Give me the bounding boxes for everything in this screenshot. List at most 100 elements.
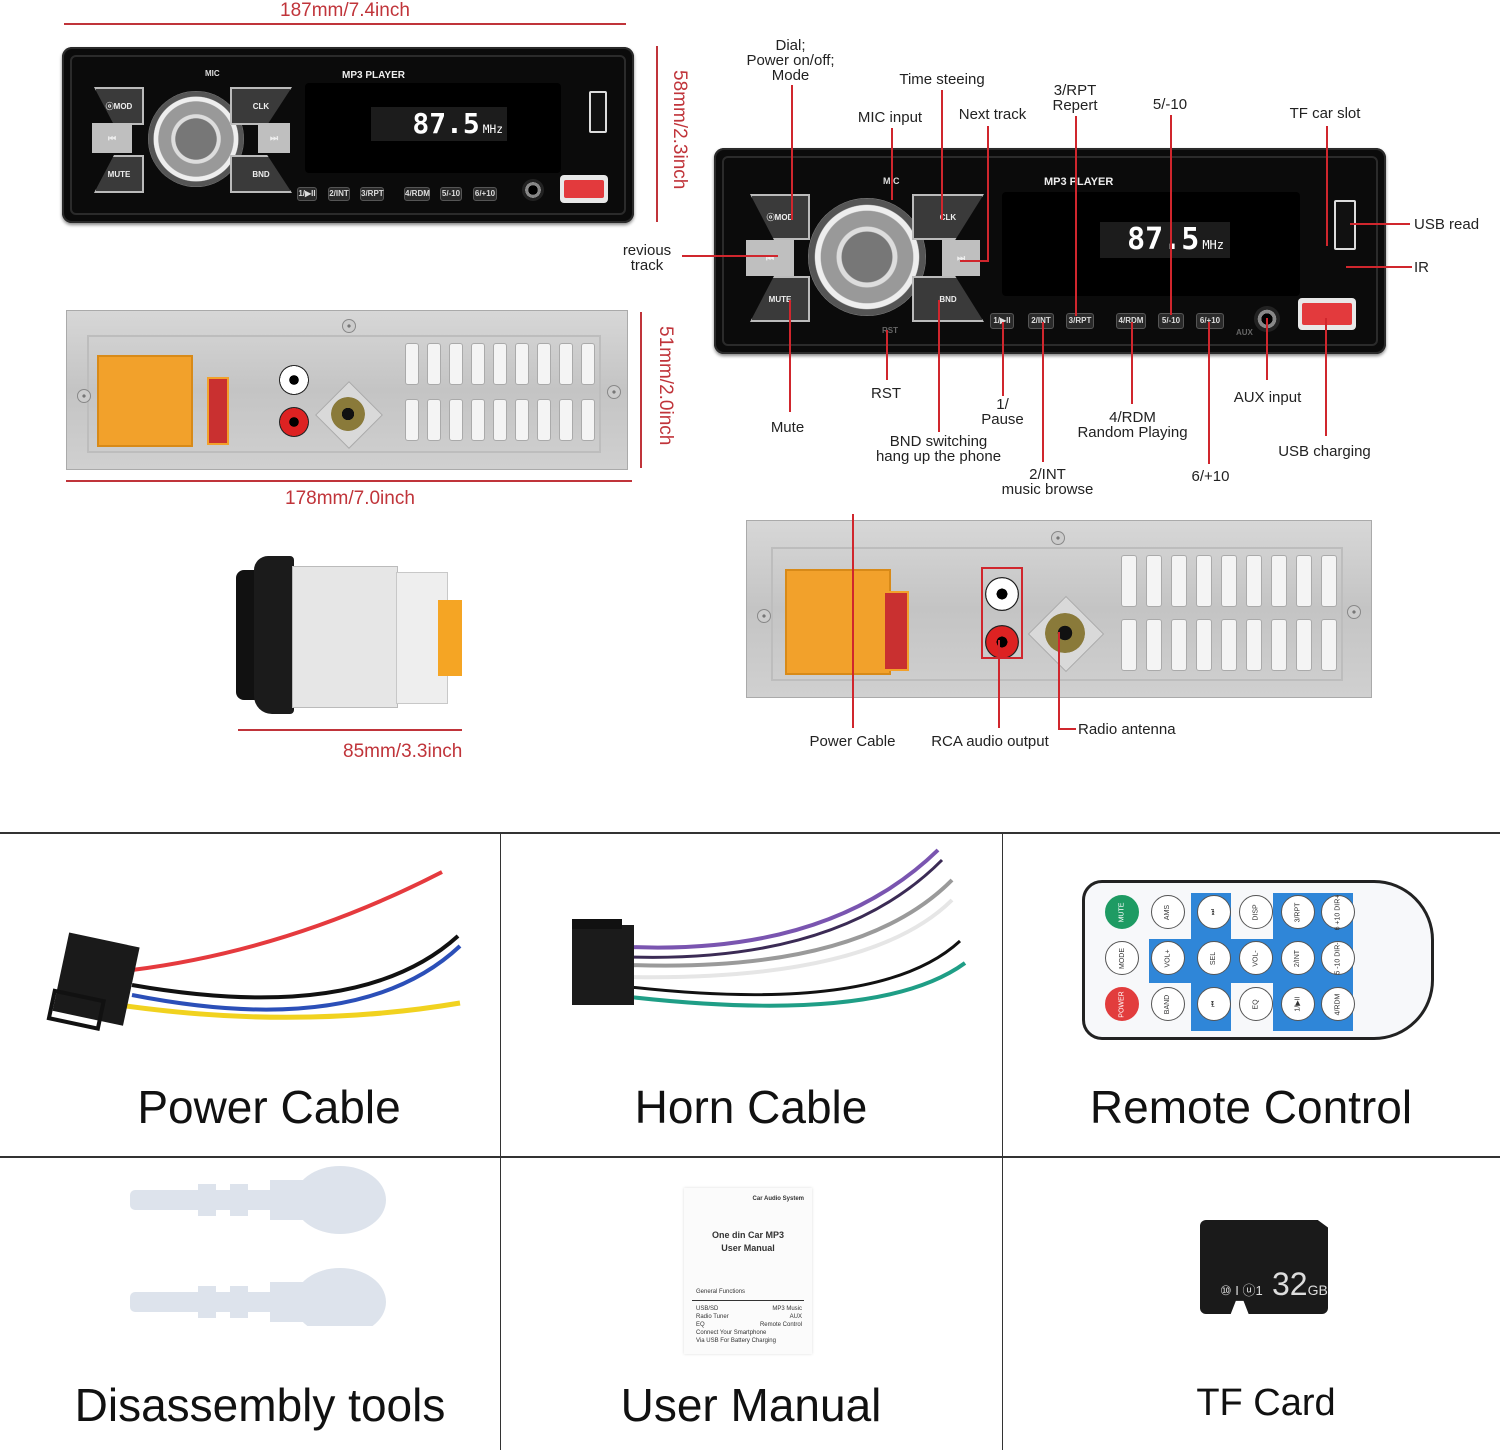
callout-dial: Dial; Power on/off; Mode [746, 37, 835, 84]
leader-tf-slot [1326, 126, 1328, 246]
callout-tf-slot: TF car slot [1289, 105, 1361, 122]
rca-red [985, 625, 1019, 659]
preset-3[interactable]: 3/RPT [1066, 313, 1094, 329]
horn-wire [629, 961, 967, 1008]
remote-button[interactable]: ⏭ [1197, 895, 1231, 929]
horn-cable-image [572, 848, 967, 1008]
callout-mute: Mute [770, 419, 805, 436]
vent-slot [1146, 555, 1162, 607]
preset-6[interactable]: 6/+10 [1196, 313, 1224, 329]
power-wire [125, 1000, 461, 1020]
back-width-line [66, 480, 632, 482]
remote-button[interactable]: POWER [1105, 987, 1139, 1021]
prev-button[interactable]: ⏮ [92, 123, 132, 153]
callout-next-track: Next track [958, 106, 1027, 123]
vent-slot [1171, 555, 1187, 607]
leader-aux-input [1266, 318, 1268, 380]
vent-slot [1171, 619, 1187, 671]
usb-charging-port [560, 175, 608, 203]
remote-button[interactable]: MUTE [1105, 895, 1139, 929]
remote-button[interactable]: ⏮ [1197, 987, 1231, 1021]
vent-slot [493, 399, 507, 441]
remote-button[interactable]: 5 -10 DIR- [1321, 941, 1355, 975]
vent-slot [1321, 619, 1337, 671]
leader-next-track-h [960, 260, 989, 262]
remote-button[interactable]: 3/RPT [1281, 895, 1315, 929]
power-wire [131, 870, 443, 972]
remote-button[interactable]: DISP [1239, 895, 1273, 929]
manual-header: Car Audio System [752, 1196, 804, 1202]
rca-white [279, 365, 309, 395]
remote-button[interactable]: VOL- [1239, 941, 1273, 975]
preset-1[interactable]: 1/▶II [297, 187, 317, 201]
preset-3[interactable]: 3/RPT [360, 187, 384, 201]
leader-antenna-h [1058, 728, 1076, 730]
leader-mute [789, 300, 791, 412]
remote-button[interactable]: BAND [1151, 987, 1185, 1021]
fuse [883, 591, 909, 671]
horn-wire [629, 939, 962, 997]
leader-time-steering [941, 90, 943, 220]
next-button[interactable]: ⏭ [258, 123, 290, 153]
leader-pause [1002, 322, 1004, 396]
callout-mic-input: MIC input [857, 109, 923, 126]
vent-slot [427, 399, 441, 441]
horn-wire [629, 878, 954, 968]
iso-connector [97, 355, 193, 447]
callout-rst: RST [871, 385, 901, 402]
vent-slot [449, 399, 463, 441]
volume-knob[interactable] [808, 198, 926, 316]
remote-button[interactable]: EQ [1239, 987, 1273, 1021]
remote-button[interactable]: MODE [1105, 941, 1139, 975]
preset-2[interactable]: 2/INT [1028, 313, 1054, 329]
remote-button[interactable]: 1/▶II [1281, 987, 1315, 1021]
prev-button[interactable]: ⏮ [746, 240, 794, 276]
vent-slot [1321, 555, 1337, 607]
preset-5[interactable]: 5/-10 [440, 187, 462, 201]
vent-slot [1246, 555, 1262, 607]
front-panel-annotated: MIC MP3 PLAYER ⓞMOD ⏮ MUTE CLK ⏭ BND 87.… [714, 148, 1386, 354]
remote-button[interactable]: 2/INT [1281, 941, 1315, 975]
back-height-dimension: 51mm/2.0inch [655, 326, 676, 446]
callout-ir: IR [1414, 259, 1429, 276]
preset-6[interactable]: 6/+10 [473, 187, 497, 201]
iso-connector [785, 569, 891, 675]
tf-class-marks: ⑩ I ⓤ1 [1220, 1283, 1263, 1298]
depth-line [238, 729, 462, 731]
leader-plus10 [1208, 322, 1210, 464]
preset-2[interactable]: 2/INT [328, 187, 350, 201]
disassembly-tools-image [130, 1166, 386, 1326]
remote-button[interactable]: VOL+ [1151, 941, 1185, 975]
leader-minus10 [1170, 115, 1172, 315]
remote-button[interactable]: AMS [1151, 895, 1185, 929]
power-cable-image [46, 870, 462, 1031]
caption-remote-control: Remote Control [1089, 1081, 1413, 1133]
vent-slot [405, 343, 419, 385]
vent-slot [493, 343, 507, 385]
aux-jack [522, 179, 544, 201]
front-height-dimension: 58mm/2.3inch [669, 70, 690, 190]
remote-button[interactable]: 6 +10 DIR+ [1321, 894, 1355, 930]
antenna-socket [331, 397, 365, 431]
callout-usb-read: USB read [1414, 216, 1480, 233]
vent-slot [471, 399, 485, 441]
caption-tf-card: TF Card [1196, 1382, 1336, 1424]
vent-slot [427, 343, 441, 385]
remote-button[interactable]: SEL [1197, 941, 1231, 975]
vent-slot [581, 399, 595, 441]
manual-title-1: One din Car MP3 [711, 1230, 784, 1240]
preset-4[interactable]: 4/RDM [404, 187, 430, 201]
volume-knob[interactable] [148, 91, 244, 187]
power-wire [131, 934, 460, 1000]
leader-previous-track [682, 255, 778, 257]
remote-button[interactable]: 4/RDM [1321, 987, 1355, 1021]
preset-5[interactable]: 5/-10 [1158, 313, 1184, 329]
aux-label: AUX [1236, 328, 1253, 337]
next-button[interactable]: ⏭ [942, 240, 980, 276]
callout-previous-track: revious track [622, 242, 672, 274]
front-panel-small: MIC MP3 PLAYER ⓞMOD ⏮ MUTE CLK ⏭ BND 87.… [62, 47, 634, 223]
vent-slot [537, 343, 551, 385]
